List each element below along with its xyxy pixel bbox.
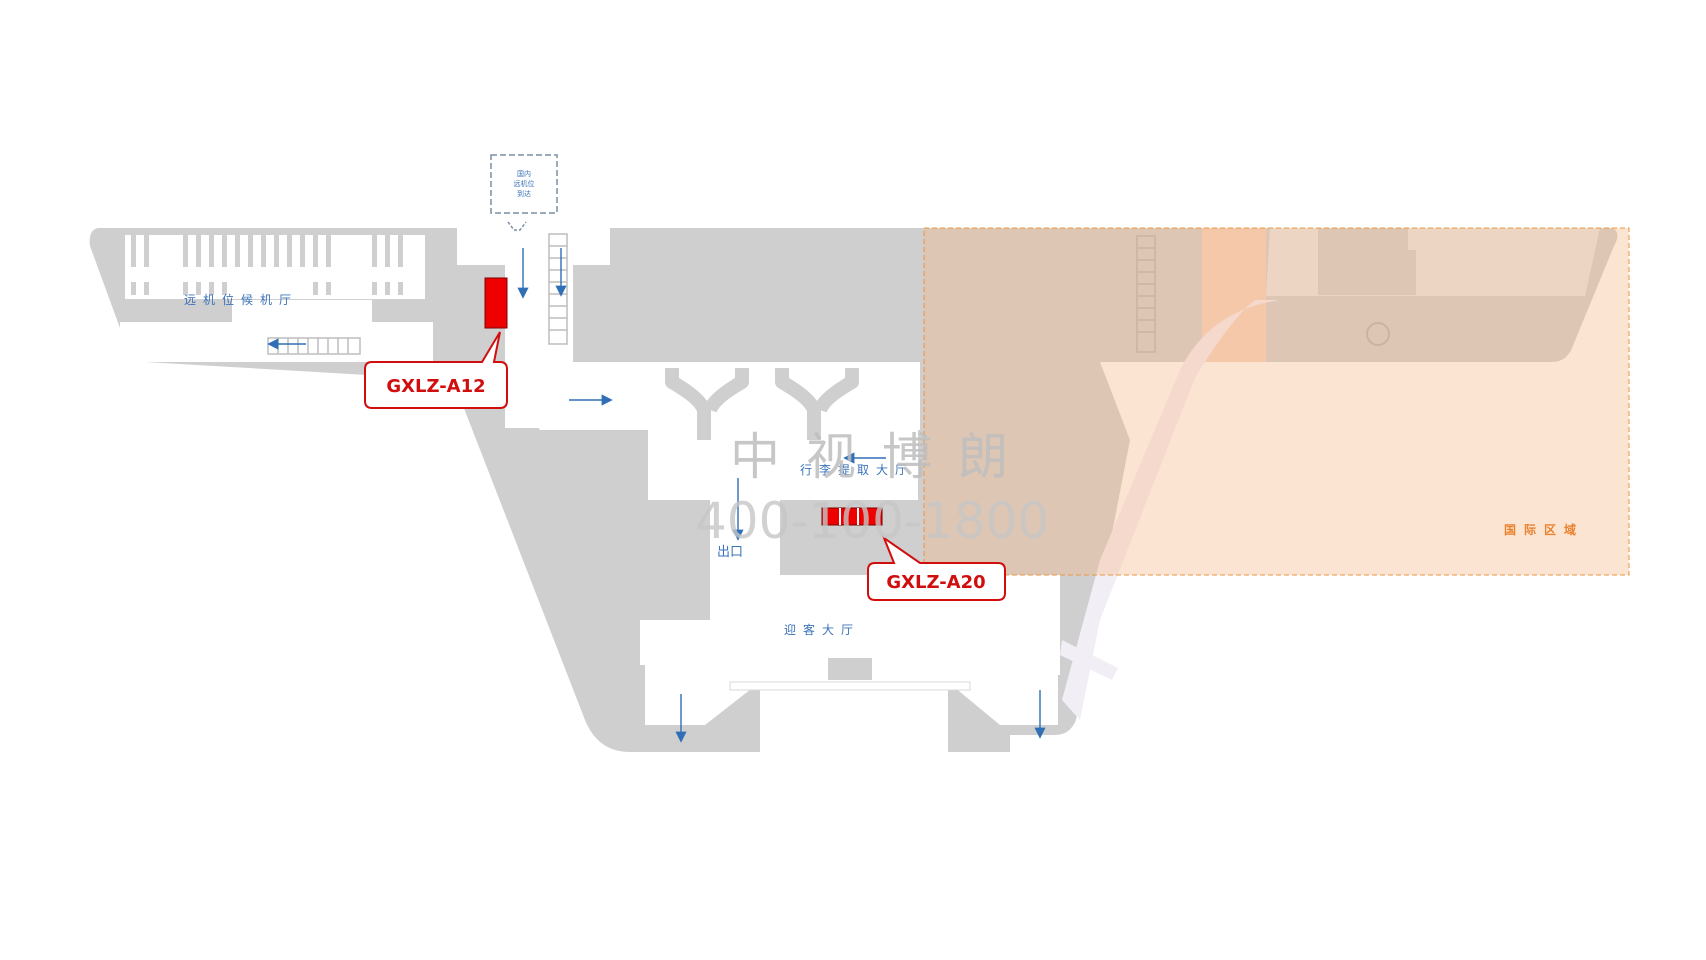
baggage-carousels xyxy=(665,368,1067,440)
arrivals-hall-label: 迎客大厅 xyxy=(784,622,860,637)
callout-a20-label: GXLZ-A20 xyxy=(886,572,985,593)
international-structures xyxy=(1060,228,1600,720)
flow-arrows xyxy=(267,248,1046,743)
international-stairs xyxy=(1136,235,1156,353)
domestic-remote-stand: 国内 远机位 到达 xyxy=(490,154,558,231)
remote-gate-lounge-label: 远机位候机厅 xyxy=(184,292,298,307)
ad-spot-a20[interactable] xyxy=(821,507,883,526)
lounge-seating xyxy=(131,235,403,295)
international-area-overlay xyxy=(923,227,1630,576)
remote-stand-line-2: 远机位 xyxy=(514,179,535,188)
ad-spot-a12[interactable] xyxy=(484,277,508,329)
watermark-phone: 400-100-1800 xyxy=(695,492,1049,550)
remote-stand-line-1: 国内 xyxy=(517,169,531,178)
international-area-label: 国际区域 xyxy=(1504,522,1584,537)
callout-a12-label: GXLZ-A12 xyxy=(386,376,485,397)
callout-a20[interactable]: GXLZ-A20 xyxy=(867,535,1006,601)
baggage-claim-hall-label: 行李提取大厅 xyxy=(800,462,914,477)
watermark-brand: 中视博朗 xyxy=(730,428,1034,486)
callout-a12[interactable]: GXLZ-A12 xyxy=(364,331,508,409)
international-round-feature xyxy=(1366,322,1390,346)
remote-stand-line-3: 到达 xyxy=(517,189,531,198)
exit-label: 出口 xyxy=(717,545,743,560)
